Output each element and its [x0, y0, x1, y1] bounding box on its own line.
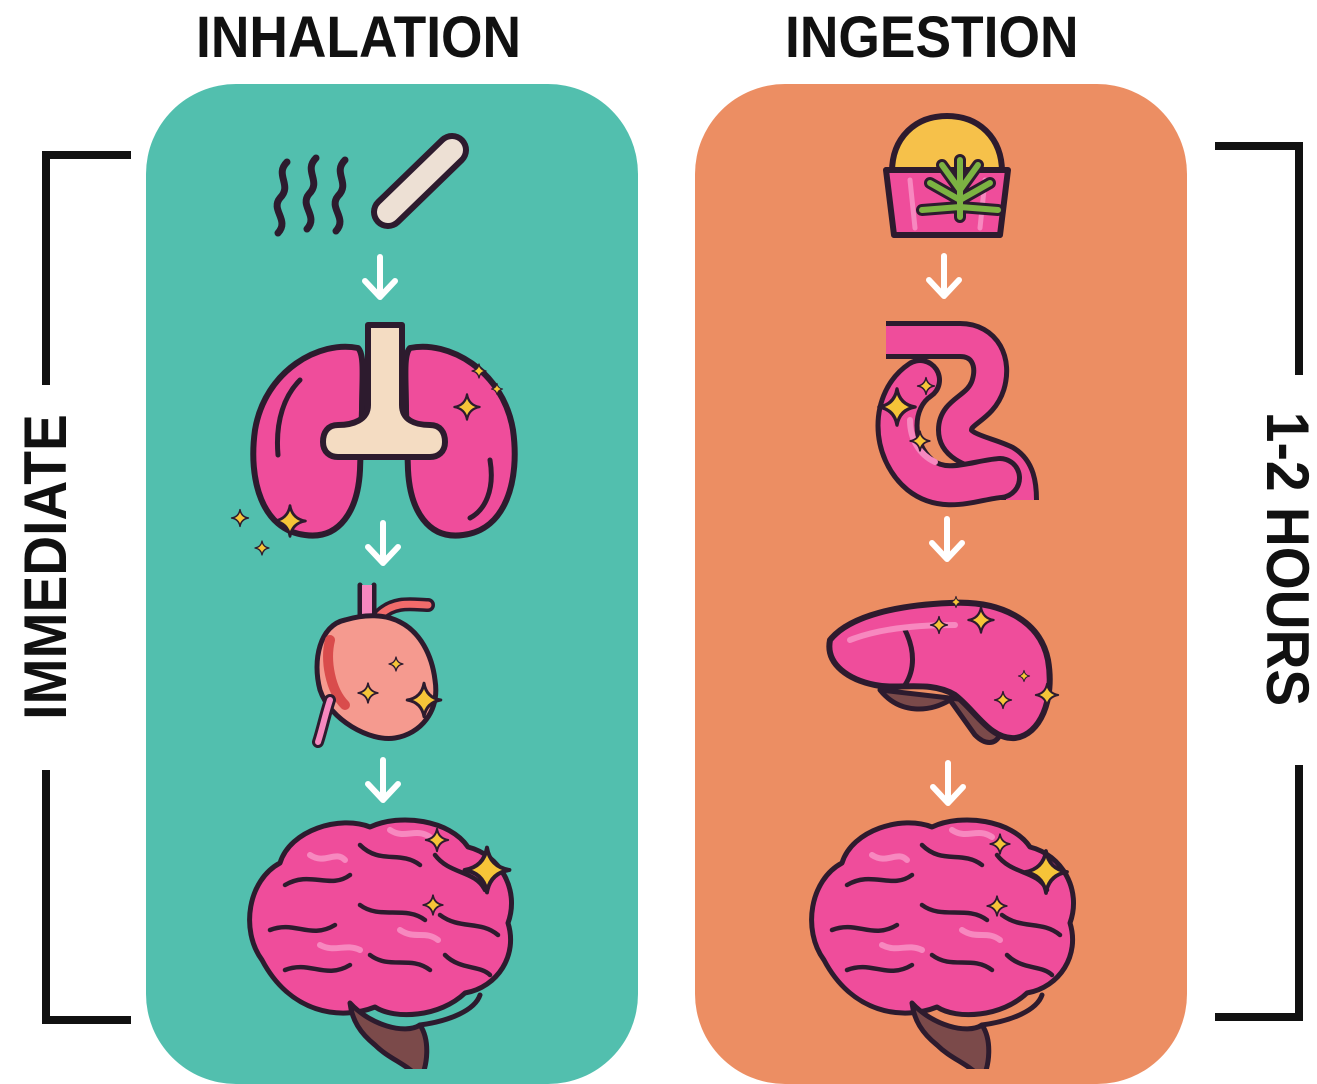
hours-label: 1-2 HOURS — [1255, 412, 1317, 706]
arrow-down-icon — [929, 256, 959, 296]
arrow-down-icon — [368, 760, 398, 800]
arrow-down-icon — [933, 763, 963, 803]
brain-icon — [250, 820, 512, 1069]
immediate-label: IMMEDIATE — [14, 414, 78, 720]
stomach-icon — [886, 340, 1020, 500]
lungs-icon — [253, 325, 514, 536]
cannabis-edible-icon — [886, 116, 1008, 235]
arrow-down-icon — [932, 519, 962, 559]
brain-icon — [812, 820, 1074, 1069]
joint-icon — [388, 150, 452, 212]
arrow-down-icon — [365, 257, 395, 297]
smoke-icon — [277, 158, 345, 233]
arrow-down-icon — [368, 523, 398, 563]
heart-icon — [317, 585, 436, 742]
